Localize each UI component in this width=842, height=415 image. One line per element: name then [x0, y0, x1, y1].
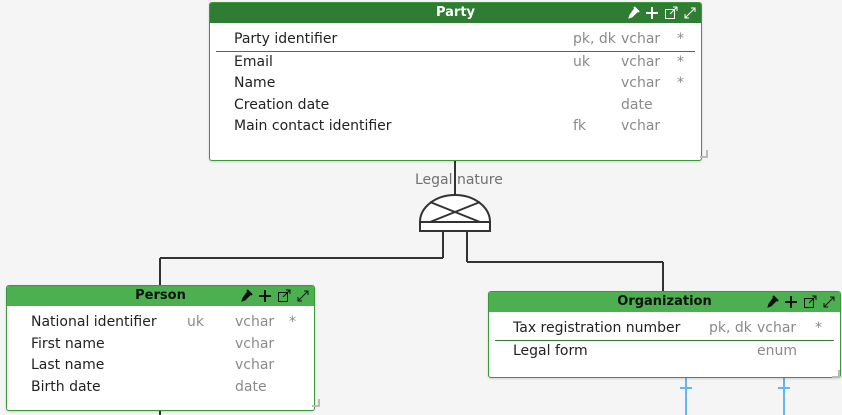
attribute-name: Legal form	[513, 342, 588, 359]
entity-organization[interactable]: Organization Tax registration number pk,…	[488, 291, 841, 378]
attribute-row[interactable]: First name vchar	[7, 334, 314, 356]
attribute-flags: uk	[573, 53, 590, 70]
attribute-flags: pk, dk	[573, 31, 616, 47]
attribute-row[interactable]: Legal form enum	[489, 341, 840, 363]
entity-person[interactable]: Person National identifier uk vchar * Fi…	[6, 285, 315, 411]
attribute-row[interactable]: Birth date date	[7, 377, 314, 399]
attribute-type: vchar	[235, 335, 275, 352]
entity-header[interactable]: Person	[7, 286, 314, 306]
attribute-row[interactable]: Name vchar *	[210, 73, 701, 95]
attribute-type: vchar	[621, 53, 661, 70]
attribute-list: National identifier uk vchar * First nam…	[7, 306, 314, 398]
entity-toolbar	[625, 3, 697, 23]
attribute-type: vchar	[757, 320, 797, 336]
attribute-name: Party identifier	[234, 31, 338, 47]
inheritance-connectors	[159, 160, 664, 415]
attribute-type: enum	[757, 342, 797, 359]
resize-handle[interactable]	[700, 150, 708, 158]
plus-icon[interactable]	[257, 289, 272, 304]
attribute-type: date	[621, 96, 653, 113]
inheritance-cross-b	[429, 201, 481, 223]
entity-header[interactable]: Party	[210, 3, 701, 23]
attribute-required: *	[815, 320, 822, 336]
attribute-type: vchar	[235, 314, 275, 330]
open-external-icon[interactable]	[276, 289, 291, 304]
attribute-list: Party identifier pk, dk vchar * Email uk…	[210, 23, 701, 138]
attribute-name: Creation date	[234, 96, 330, 113]
entity-title: Party	[435, 5, 476, 20]
entity-toolbar	[238, 286, 310, 306]
relation-connectors	[680, 376, 790, 415]
attribute-flags: uk	[187, 314, 204, 330]
eyedropper-icon[interactable]	[238, 289, 253, 304]
expand-icon[interactable]	[821, 295, 836, 310]
attribute-name: First name	[31, 335, 105, 352]
plus-icon[interactable]	[644, 6, 659, 21]
attribute-row[interactable]: Email uk vchar *	[210, 52, 701, 74]
attribute-row[interactable]: Tax registration number pk, dk vchar *	[495, 318, 834, 341]
inheritance-base	[419, 221, 491, 232]
resize-handle[interactable]	[832, 370, 840, 378]
inheritance-symbol[interactable]	[418, 194, 492, 232]
eyedropper-icon[interactable]	[764, 295, 779, 310]
attribute-list: Tax registration number pk, dk vchar * L…	[489, 312, 840, 362]
attribute-type: vchar	[235, 357, 275, 373]
expand-icon[interactable]	[682, 6, 697, 21]
attribute-name: Name	[234, 75, 276, 91]
attribute-type: vchar	[621, 31, 661, 47]
attribute-type: vchar	[621, 75, 661, 91]
entity-toolbar	[764, 292, 836, 312]
attribute-type: vchar	[621, 118, 661, 134]
attribute-row[interactable]: Main contact identifier fk vchar	[210, 116, 701, 138]
attribute-row[interactable]: Party identifier pk, dk vchar *	[216, 29, 695, 52]
attribute-name: Main contact identifier	[234, 118, 392, 134]
attribute-name: National identifier	[31, 314, 157, 330]
entity-title: Organization	[617, 294, 712, 309]
attribute-name: Last name	[31, 357, 105, 373]
attribute-flags: pk, dk	[709, 320, 752, 336]
attribute-required: *	[677, 53, 684, 70]
attribute-row[interactable]: Last name vchar	[7, 355, 314, 377]
attribute-type: date	[235, 378, 267, 395]
plus-icon[interactable]	[783, 295, 798, 310]
attribute-name: Tax registration number	[513, 320, 681, 336]
resize-handle[interactable]	[312, 399, 320, 407]
attribute-row[interactable]: National identifier uk vchar *	[7, 312, 314, 334]
attribute-flags: fk	[573, 118, 587, 134]
expand-icon[interactable]	[295, 289, 310, 304]
attribute-required: *	[677, 75, 684, 91]
entity-title: Person	[135, 288, 186, 303]
attribute-required: *	[289, 314, 296, 330]
eyedropper-icon[interactable]	[625, 6, 640, 21]
inheritance-label: Legal nature	[415, 172, 503, 188]
inheritance-dome	[418, 194, 492, 223]
open-external-icon[interactable]	[663, 6, 678, 21]
attribute-name: Email	[234, 53, 273, 70]
attribute-name: Birth date	[31, 378, 101, 395]
entity-header[interactable]: Organization	[489, 292, 840, 312]
entity-party[interactable]: Party Party identifier pk, dk vchar * Em…	[209, 2, 702, 161]
open-external-icon[interactable]	[802, 295, 817, 310]
attribute-required: *	[677, 31, 684, 47]
attribute-row[interactable]: Creation date date	[210, 95, 701, 117]
